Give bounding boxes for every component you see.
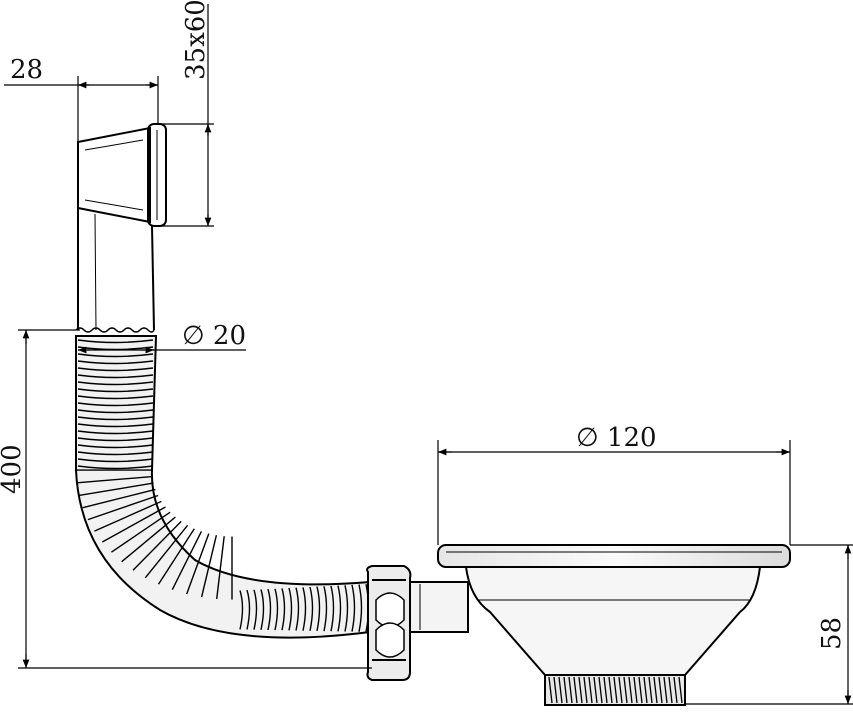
hose-rib — [274, 588, 279, 631]
thread-line — [598, 676, 603, 704]
corrugated-hose — [75, 335, 371, 639]
hose-rib — [132, 520, 182, 571]
hose-rib — [144, 524, 189, 579]
hose-rib — [344, 585, 349, 632]
hose-rib — [76, 475, 153, 484]
hose-rib — [77, 374, 154, 379]
hose-rib — [316, 586, 321, 632]
hose-rib — [94, 500, 162, 532]
straight-pipe — [75, 208, 155, 333]
thread-line — [568, 676, 573, 704]
hose-rib — [77, 395, 154, 400]
hose-rib — [239, 590, 244, 630]
hose-rib — [260, 589, 265, 630]
hose-rib — [77, 437, 154, 442]
thread-line — [593, 676, 598, 704]
hose-rib — [77, 451, 154, 456]
hose-rib — [77, 416, 154, 421]
hose-rib — [77, 360, 154, 365]
hose-rib — [77, 458, 154, 463]
basket-strainer — [437, 544, 791, 706]
thread-line — [548, 676, 553, 704]
thread-line — [633, 676, 638, 704]
hose-rib — [77, 430, 154, 435]
hose-rib — [186, 533, 210, 595]
hose-rib — [216, 536, 225, 600]
thread-line — [658, 676, 663, 704]
thread-line — [558, 676, 563, 704]
hose-rib — [87, 494, 159, 521]
hose-rib — [330, 585, 335, 632]
hose-rib — [77, 339, 154, 344]
thread-line — [628, 676, 633, 704]
hose-rib — [302, 587, 307, 631]
thread-line — [603, 676, 608, 704]
dim-top-width: 28 — [10, 55, 43, 85]
hose-rib — [171, 531, 203, 591]
dim-top-size: 35x60 — [181, 0, 211, 80]
hose-rib — [358, 584, 363, 632]
thread-line — [638, 676, 643, 704]
dim-basket-diameter: ∅ 120 — [576, 423, 657, 453]
hose-rib — [77, 444, 154, 449]
thread-line — [678, 676, 683, 704]
dimension-lines — [4, 4, 853, 705]
hose-rib — [101, 506, 166, 543]
coupling-nut — [366, 565, 469, 681]
hose-rib — [288, 587, 293, 631]
thread-line — [583, 676, 588, 704]
thread-line — [653, 676, 658, 704]
hose-rib — [77, 388, 154, 393]
hose-rib — [246, 589, 251, 630]
overflow-connector — [77, 123, 167, 227]
hose-rib — [200, 535, 218, 598]
thread-line — [648, 676, 653, 704]
hose-rib — [77, 423, 154, 428]
hose-rib — [82, 488, 156, 509]
hose-rib — [157, 528, 195, 585]
thread-line — [613, 676, 618, 704]
dim-basket-height: 58 — [817, 617, 847, 650]
thread-line — [578, 676, 583, 704]
hose-rib — [337, 585, 342, 632]
thread-line — [623, 676, 628, 704]
hose-rib — [281, 588, 286, 631]
hose-rib — [77, 381, 154, 386]
hose-rib — [121, 516, 176, 563]
hose-rib — [267, 588, 272, 631]
hose-rib — [253, 589, 258, 630]
thread — [544, 674, 686, 706]
hose-rib — [111, 511, 171, 553]
hose-rib — [77, 353, 154, 358]
hose-rib — [295, 587, 300, 631]
thread-line — [553, 676, 558, 704]
hose-rib — [78, 482, 154, 497]
thread-line — [643, 676, 648, 704]
hose-rib — [77, 409, 154, 414]
thread-line — [618, 676, 623, 704]
hose-rib — [309, 586, 314, 631]
thread-line — [608, 676, 613, 704]
hose-rib — [77, 402, 154, 407]
thread-line — [668, 676, 673, 704]
thread-line — [563, 676, 568, 704]
dim-hose-length: 400 — [0, 444, 27, 494]
hose-rib — [323, 586, 328, 632]
hose-rib — [77, 367, 154, 372]
thread-line — [673, 676, 678, 704]
thread-line — [588, 676, 593, 704]
thread-line — [573, 676, 578, 704]
dim-hose-diameter: ∅ 20 — [182, 321, 246, 351]
hose-rib — [77, 465, 154, 470]
hose-rib — [351, 584, 356, 632]
thread-line — [663, 676, 668, 704]
